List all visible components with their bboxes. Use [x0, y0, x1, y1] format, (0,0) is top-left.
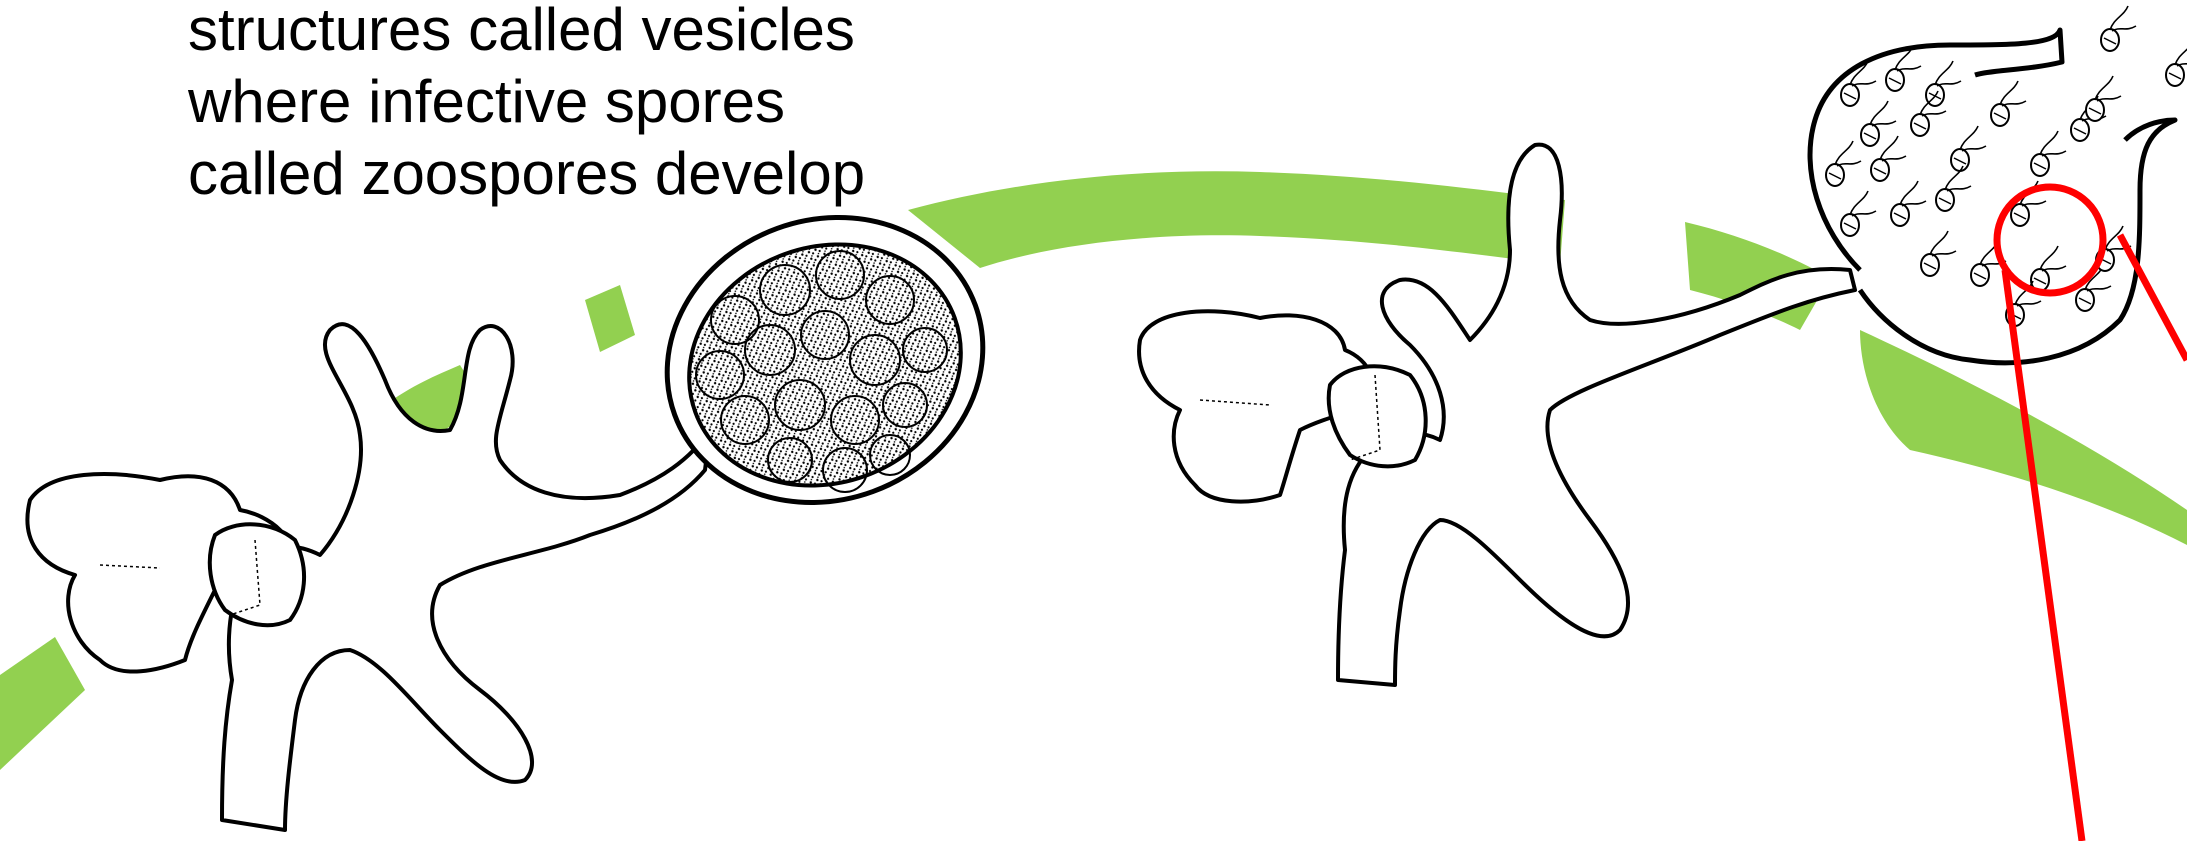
band-segment-4 — [908, 171, 1565, 268]
seedling-left — [27, 324, 710, 830]
caption: structures called vesicles where infecti… — [188, 0, 865, 210]
band-segment-3 — [585, 285, 635, 352]
band-segment-1 — [0, 637, 85, 770]
seedling-left-cotyledon — [210, 524, 304, 625]
caption-line-1: structures called vesicles — [188, 0, 865, 66]
caption-line-3: called zoospores develop — [188, 138, 865, 210]
caption-line-2: where infective spores — [188, 66, 865, 138]
vesicle-releasing-zoospores-icon — [1810, 6, 2187, 363]
